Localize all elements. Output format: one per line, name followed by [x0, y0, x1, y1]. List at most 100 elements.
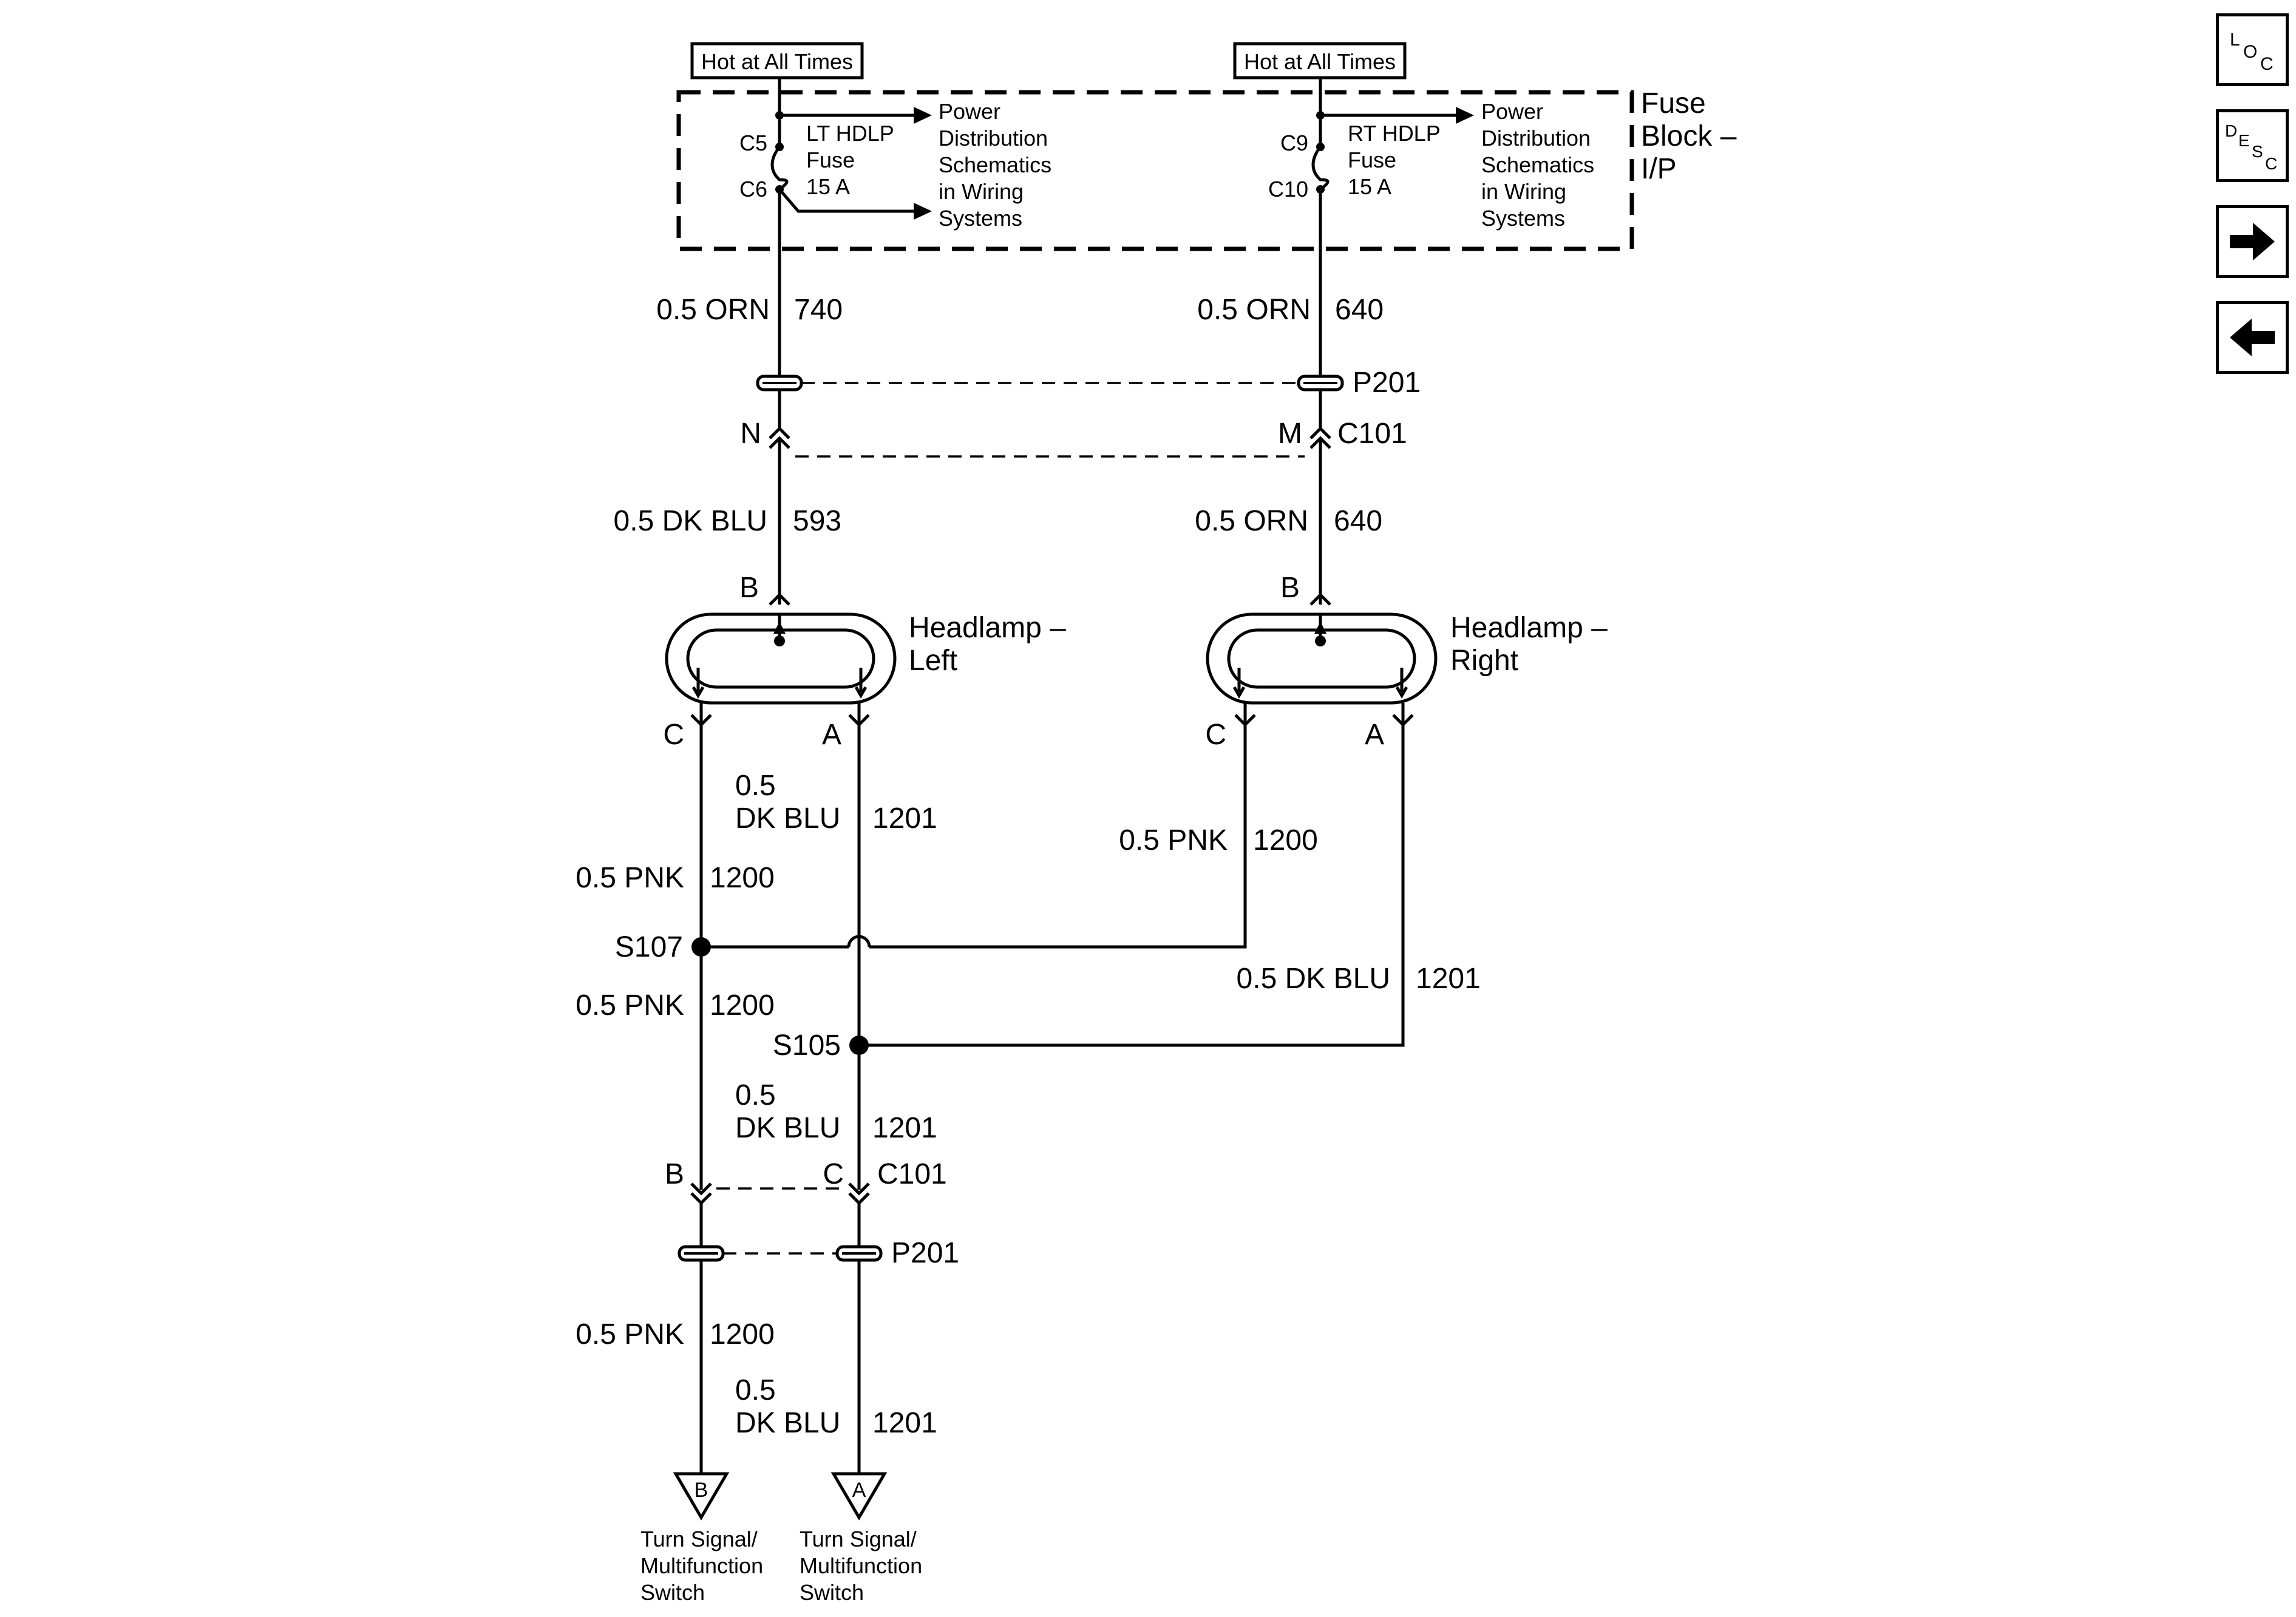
c101-connector-bottom: B C C101 [665, 1158, 947, 1205]
headlamp-left: B Headlamp – Left C A [663, 572, 1066, 751]
svg-text:Power: Power [939, 99, 1000, 124]
svg-text:Schematics: Schematics [1481, 152, 1594, 177]
p201-connector-bottom: P201 [678, 1237, 959, 1269]
power-distribution-note-right: Power Distribution Schematics in Wiring … [1481, 99, 1594, 231]
svg-text:15 A: 15 A [1348, 174, 1391, 199]
splice-s105: S105 [773, 1029, 869, 1062]
svg-text:C6: C6 [739, 177, 767, 202]
svg-text:C: C [1205, 719, 1226, 751]
svg-text:O: O [2243, 42, 2257, 62]
svg-text:1200: 1200 [710, 1318, 775, 1351]
svg-text:S107: S107 [615, 931, 683, 963]
svg-text:A: A [822, 719, 841, 751]
svg-text:1201: 1201 [1416, 963, 1481, 995]
wire-640-top-label: 0.5 ORN 640 [1197, 294, 1384, 326]
svg-text:S105: S105 [773, 1029, 841, 1062]
svg-text:Headlamp –: Headlamp – [909, 612, 1066, 644]
svg-text:0.5 DK BLU: 0.5 DK BLU [1237, 963, 1390, 995]
svg-text:Turn Signal/: Turn Signal/ [800, 1527, 917, 1551]
wire-593-label: 0.5 DK BLU 593 [614, 505, 842, 537]
svg-text:593: 593 [793, 505, 841, 537]
svg-text:in Wiring: in Wiring [939, 179, 1024, 204]
desc-button[interactable]: D E S C [2216, 109, 2289, 182]
svg-text:Distribution: Distribution [939, 126, 1048, 151]
svg-text:0.5: 0.5 [735, 1374, 776, 1406]
svg-text:LT HDLP: LT HDLP [806, 121, 894, 146]
splice-s107: S107 [615, 931, 711, 963]
svg-text:DK BLU: DK BLU [735, 802, 840, 835]
svg-text:C: C [2260, 54, 2274, 74]
rt-hdlp-fuse: C9 C10 RT HDLP Fuse 15 A [1268, 107, 1474, 376]
svg-text:Multifunction: Multifunction [800, 1553, 922, 1578]
svg-text:0.5 PNK: 0.5 PNK [1119, 824, 1228, 856]
svg-text:0.5: 0.5 [735, 1079, 776, 1111]
svg-text:DK BLU: DK BLU [735, 1112, 840, 1144]
wire-1200-b-label: 0.5 PNK 1200 [576, 989, 775, 1022]
wire-1201-a-label: 0.5 DK BLU 1201 [735, 770, 937, 835]
svg-text:Fuse: Fuse [1348, 147, 1396, 172]
svg-text:640: 640 [1335, 294, 1384, 326]
svg-text:Hot at All Times: Hot at All Times [701, 49, 853, 74]
svg-text:I/P: I/P [1641, 153, 1677, 185]
svg-text:1201: 1201 [872, 802, 937, 835]
svg-text:Distribution: Distribution [1481, 126, 1591, 151]
svg-text:0.5: 0.5 [735, 770, 776, 802]
svg-text:C: C [823, 1158, 844, 1190]
svg-text:A: A [1365, 719, 1384, 751]
svg-text:C: C [663, 719, 684, 751]
svg-text:C9: C9 [1280, 131, 1308, 155]
svg-text:Block –: Block – [1641, 120, 1737, 152]
svg-text:Power: Power [1481, 99, 1543, 124]
svg-text:E: E [2238, 131, 2250, 150]
svg-text:1200: 1200 [710, 989, 775, 1022]
svg-text:740: 740 [794, 294, 843, 326]
svg-text:A: A [852, 1479, 866, 1502]
svg-text:Multifunction: Multifunction [640, 1553, 763, 1578]
output-b-triangle: B [673, 1472, 730, 1520]
svg-text:Switch: Switch [640, 1580, 705, 1605]
svg-text:P201: P201 [891, 1237, 959, 1269]
svg-text:1201: 1201 [872, 1407, 937, 1439]
fuse-block-label: Fuse Block – I/P [1641, 87, 1737, 185]
svg-text:B: B [739, 572, 759, 604]
loc-icon: L O C [2230, 30, 2274, 74]
svg-text:Fuse: Fuse [1641, 87, 1706, 120]
svg-text:S: S [2252, 142, 2263, 161]
loc-button[interactable]: L O C [2216, 13, 2289, 86]
back-arrow-button[interactable] [2216, 301, 2289, 374]
svg-text:D: D [2225, 121, 2237, 140]
hot-at-all-times-left: Hot at All Times [690, 42, 864, 80]
desc-icon: D E S C [2225, 121, 2277, 173]
svg-text:15 A: 15 A [806, 174, 850, 199]
output-a-triangle: A [830, 1472, 888, 1520]
output-b-label: Turn Signal/ Multifunction Switch [640, 1527, 763, 1605]
svg-text:1200: 1200 [710, 862, 775, 894]
svg-text:Hot at All Times: Hot at All Times [1244, 49, 1396, 74]
wire-640-mid-label: 0.5 ORN 640 [1195, 505, 1382, 537]
svg-text:0.5 PNK: 0.5 PNK [576, 989, 684, 1022]
svg-text:Headlamp –: Headlamp – [1450, 612, 1608, 644]
output-a-label: Turn Signal/ Multifunction Switch [800, 1527, 922, 1605]
wire-740-label: 0.5 ORN 740 [656, 294, 843, 326]
lt-hdlp-fuse: C5 C6 LT HDLP Fuse 15 A [739, 107, 932, 376]
svg-text:in Wiring: in Wiring [1481, 179, 1566, 204]
svg-text:0.5 ORN: 0.5 ORN [1195, 505, 1308, 537]
c101-connector-top: N M C101 [740, 418, 1407, 458]
svg-text:Fuse: Fuse [806, 147, 855, 172]
headlamp-right: B Headlamp – Right C A [1205, 572, 1608, 751]
hot-at-all-times-right: Hot at All Times [1233, 42, 1407, 80]
svg-text:Left: Left [909, 645, 957, 677]
svg-text:0.5 PNK: 0.5 PNK [576, 1318, 684, 1351]
svg-text:RT HDLP: RT HDLP [1348, 121, 1441, 146]
svg-text:Switch: Switch [800, 1580, 864, 1605]
wire-1200-a-label: 0.5 PNK 1200 [576, 862, 775, 894]
forward-arrow-button[interactable] [2216, 205, 2289, 278]
svg-text:0.5 ORN: 0.5 ORN [656, 294, 770, 326]
fuse-block-outline [676, 90, 1634, 251]
svg-text:0.5 ORN: 0.5 ORN [1197, 294, 1311, 326]
wire-1201-c-label: 0.5 DK BLU 1201 [735, 1374, 937, 1439]
svg-text:0.5 DK BLU: 0.5 DK BLU [614, 505, 767, 537]
svg-text:P201: P201 [1353, 367, 1421, 399]
svg-text:B: B [1280, 572, 1300, 604]
wire-1200-r-label: 0.5 PNK 1200 [1119, 824, 1318, 856]
